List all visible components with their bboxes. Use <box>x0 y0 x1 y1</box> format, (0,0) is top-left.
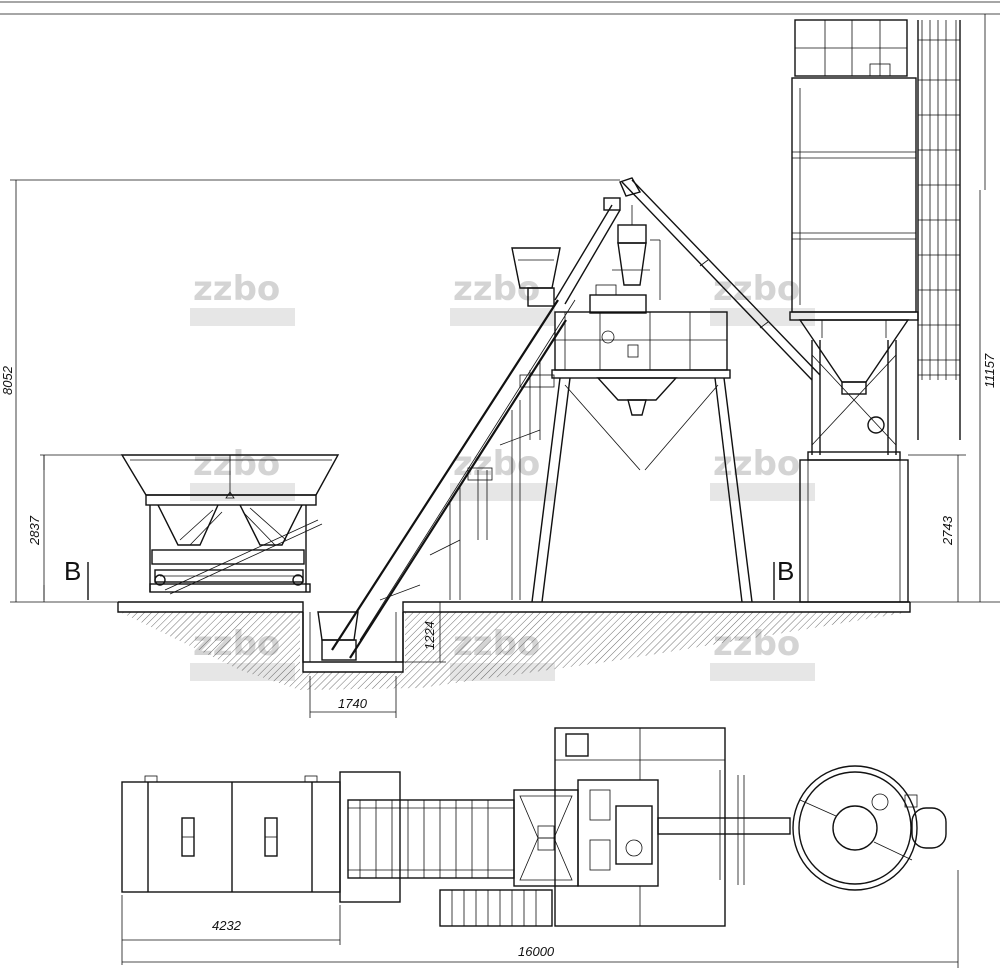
cement-silo <box>789 19 961 603</box>
dim-silo-height: 11157 <box>982 353 997 388</box>
watermark-text: zzbo <box>193 444 280 484</box>
section-mark-right: B <box>777 556 794 586</box>
plan-dimensions <box>121 870 959 968</box>
watermark-5: zzbo <box>450 444 555 501</box>
aggregate-batcher <box>120 454 340 595</box>
dim-pit-depth: 1224 <box>422 621 437 650</box>
dim-pit-width: 1740 <box>338 696 368 711</box>
pit-width-dimension <box>309 676 397 718</box>
watermark-text: zzbo <box>193 269 280 309</box>
frame-top <box>0 1 1000 190</box>
cement-screw-conveyor <box>619 177 821 381</box>
watermark-text: zzbo <box>453 444 540 484</box>
watermark-text: zzbo <box>713 269 800 309</box>
dim-silo-base-height: 2743 <box>940 515 955 546</box>
dim-overall-length: 16000 <box>518 944 555 959</box>
watermark-1: zzbo <box>190 269 295 326</box>
section-mark-left: B <box>64 556 81 586</box>
inclined-belt-conveyor <box>317 299 576 661</box>
mixer-tower <box>511 197 753 603</box>
ground-and-pit <box>117 601 911 690</box>
watermark-text: zzbo <box>713 444 800 484</box>
plan-view <box>121 727 947 927</box>
dim-hopper-height: 2837 <box>27 515 42 546</box>
watermark-text: zzbo <box>453 269 540 309</box>
watermark-2: zzbo <box>450 269 555 326</box>
watermark-4: zzbo <box>190 444 295 501</box>
watermark-9: zzbo <box>710 624 815 681</box>
vertical-dimensions <box>10 179 1000 663</box>
dim-overall-height: 8052 <box>0 365 15 395</box>
dim-bin-length: 4232 <box>212 918 242 933</box>
watermark-3: zzbo <box>710 269 815 326</box>
